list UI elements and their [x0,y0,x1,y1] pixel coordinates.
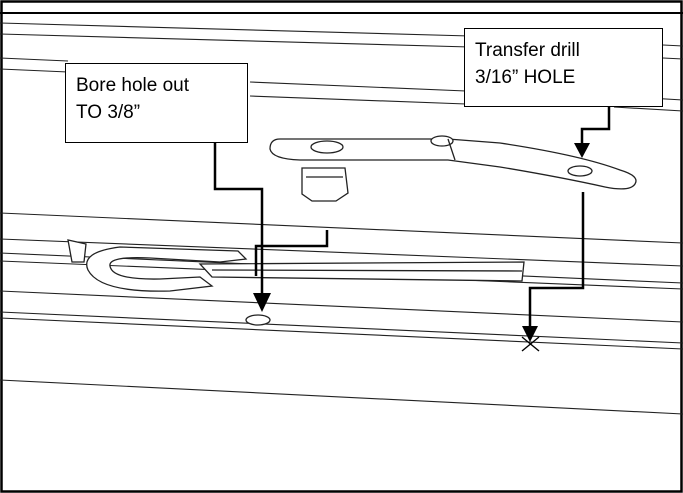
leader-lines [213,107,611,326]
bore-hole-mark [245,314,271,326]
bore-callout: Bore hole out TO 3/8” [65,63,248,143]
bore-callout-line-2: TO 3/8” [76,102,141,123]
leader-arrowheads [253,143,590,342]
transfer-callout-line-2: 3/16” HOLE [475,67,576,88]
transfer-callout: Transfer drill 3/16” HOLE [464,28,663,107]
bore-callout-line-1: Bore hole out [76,75,190,96]
hook-part [67,239,525,292]
bracket-part [269,135,637,202]
panel-lines [0,22,683,415]
transfer-callout-line-1: Transfer drill [475,40,580,61]
transfer-hole-x-mark [521,336,540,352]
